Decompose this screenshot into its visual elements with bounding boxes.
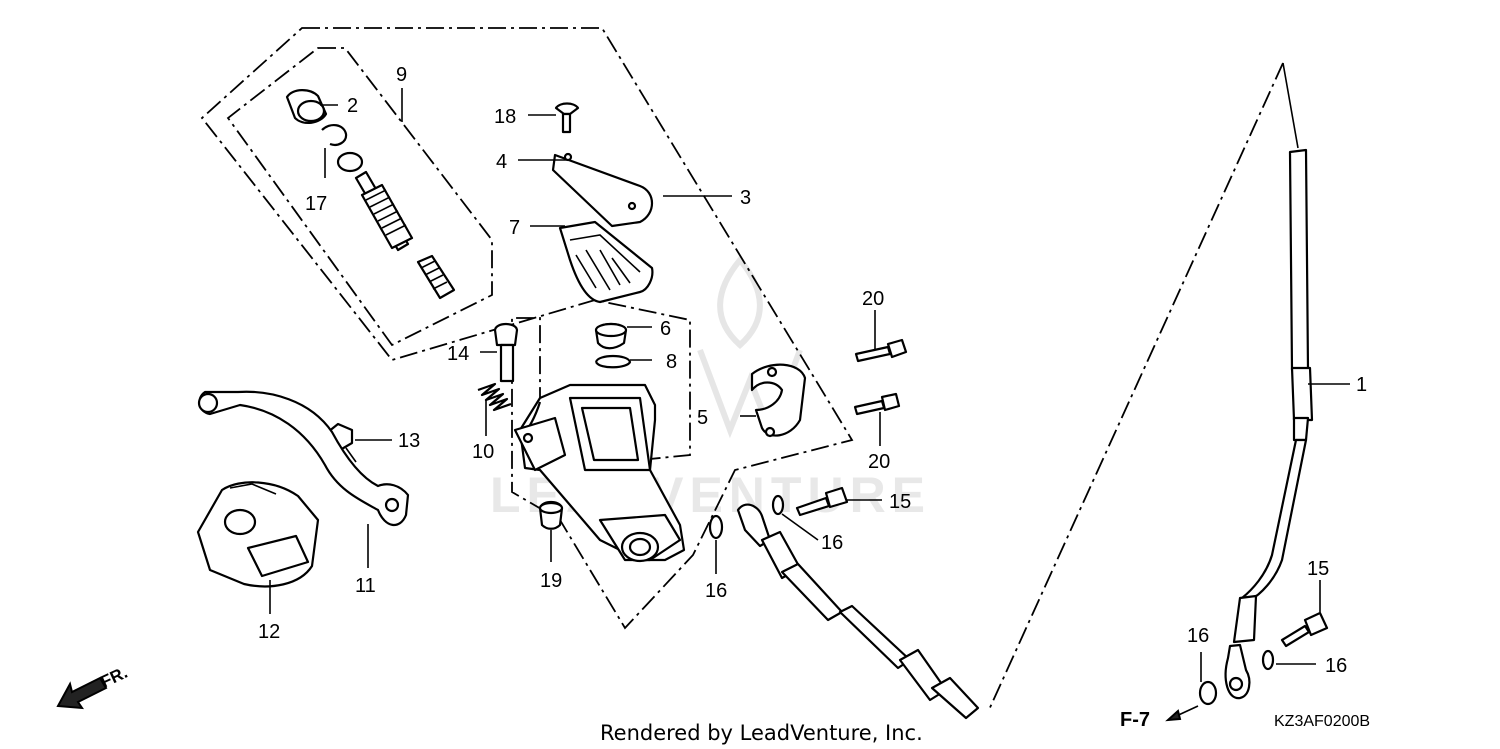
diagram-code: KZ3AF0200B — [1274, 713, 1370, 730]
group-outline-master-cylinder — [200, 27, 854, 630]
reference-label: F-7 — [1120, 709, 1150, 731]
part-sealing-washer-1 — [708, 514, 724, 540]
part-brake-lever — [197, 390, 410, 526]
part-reservoir-cap — [551, 152, 654, 228]
hose-leader-line — [1282, 62, 1299, 149]
callout-10: 10 — [472, 441, 494, 463]
part-boot — [285, 89, 328, 124]
part-sealing-washer-3 — [1198, 680, 1218, 706]
callout-1: 1 — [1356, 374, 1367, 396]
callout-7: 7 — [509, 217, 520, 239]
part-lever-spring — [477, 382, 512, 412]
part-rubber-cap — [538, 500, 564, 530]
callout-3: 3 — [740, 187, 751, 209]
part-piston — [354, 170, 414, 252]
part-master-cylinder-body — [513, 383, 686, 563]
part-pivot-bolt — [493, 322, 519, 383]
part-holder-bolt-top — [854, 338, 908, 363]
callout-9: 9 — [396, 64, 407, 86]
group-outline-hose — [987, 62, 1284, 713]
part-diaphragm — [558, 220, 654, 304]
callout-16-b: 16 — [821, 532, 843, 554]
callout-20-bottom: 20 — [868, 451, 890, 473]
callout-17: 17 — [305, 193, 327, 215]
callout-16-a: 16 — [705, 580, 727, 602]
callout-6: 6 — [660, 318, 671, 340]
callout-5: 5 — [697, 407, 708, 429]
callout-16-c: 16 — [1187, 625, 1209, 647]
part-oil-bolt-lower — [1280, 611, 1329, 648]
callout-13: 13 — [398, 430, 420, 452]
part-float — [594, 322, 628, 350]
callout-14: 14 — [447, 343, 469, 365]
reference-indicator: F-7 — [1120, 705, 1199, 731]
callout-18: 18 — [494, 106, 516, 128]
callout-8: 8 — [666, 351, 677, 373]
callout-15-upper: 15 — [889, 491, 911, 513]
part-reservoir-ring — [594, 354, 632, 369]
callout-12: 12 — [258, 621, 280, 643]
callout-15-lower: 15 — [1307, 558, 1329, 580]
part-holder-bolt-bottom — [853, 392, 901, 416]
part-cap-screw — [554, 102, 580, 134]
callout-20-top: 20 — [862, 288, 884, 310]
part-master-cylinder-holder — [750, 363, 807, 438]
front-direction-indicator: FR. — [56, 663, 131, 710]
leader-lines — [269, 88, 1350, 682]
part-oil-bolt-upper — [795, 486, 849, 517]
callout-19: 19 — [540, 570, 562, 592]
callout-4: 4 — [496, 151, 507, 173]
part-lever-cover — [196, 481, 320, 588]
credit-text: Rendered by LeadVenture, Inc. — [600, 721, 923, 745]
part-piston-spring — [416, 254, 456, 300]
callout-16-d: 16 — [1325, 655, 1347, 677]
part-sealing-washer-4 — [1261, 649, 1275, 671]
part-piston-washer — [336, 151, 364, 173]
callout-11: 11 — [355, 575, 376, 597]
part-circlip — [321, 124, 348, 146]
part-sealing-washer-2 — [771, 494, 785, 516]
front-arrow-icon — [56, 676, 108, 710]
group-outline-piston-set — [226, 47, 493, 347]
callout-2: 2 — [347, 95, 358, 117]
part-brake-hose — [736, 148, 1314, 720]
